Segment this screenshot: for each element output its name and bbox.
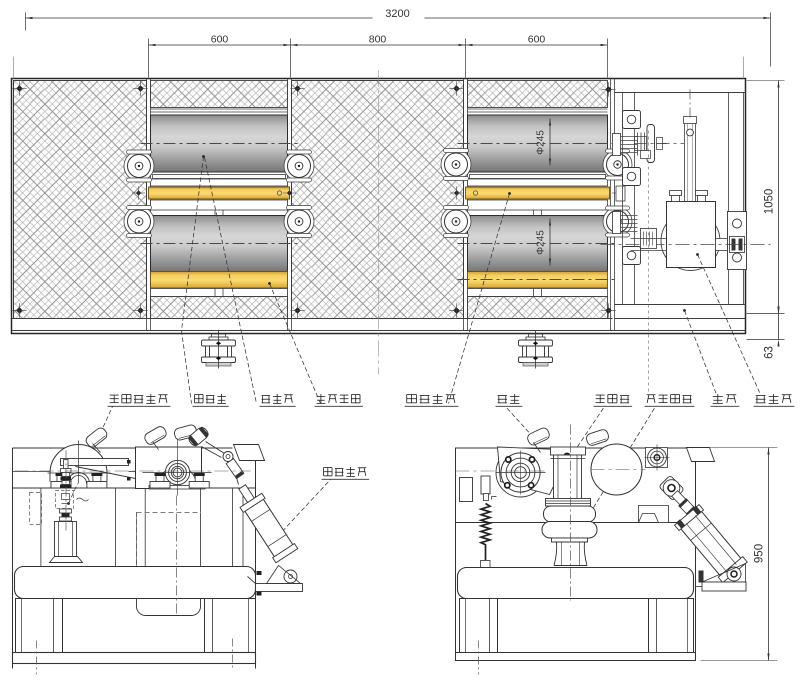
svg-text:800: 800 <box>369 34 387 46</box>
svg-text:600: 600 <box>528 34 546 46</box>
svg-text:950: 950 <box>754 544 766 563</box>
svg-text:600: 600 <box>211 34 229 46</box>
svg-text:Φ245: Φ245 <box>536 230 547 255</box>
svg-text:Φ245: Φ245 <box>536 130 547 155</box>
svg-text:1050: 1050 <box>764 189 776 215</box>
svg-text:3200: 3200 <box>385 8 409 20</box>
svg-text:63: 63 <box>764 346 776 359</box>
